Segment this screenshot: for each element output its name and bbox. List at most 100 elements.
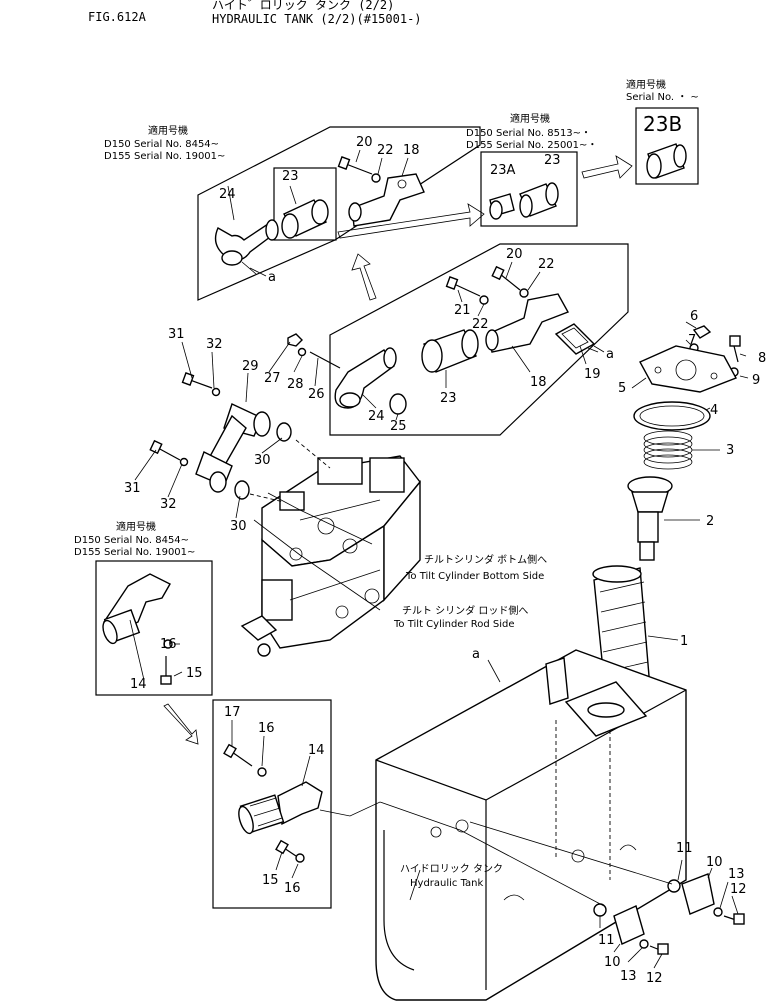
serial-box-top-middle: 適用号機 D150 Serial No. 8513~・ D155 Serial … — [466, 112, 597, 227]
label-11-right: 11 — [676, 841, 693, 856]
part-12-bolt-right — [723, 913, 745, 925]
label-13-right: 13 — [728, 867, 745, 882]
part-labels: 24 23 20 22 18 23A 23 20 22 21 22 18 19 … — [124, 135, 766, 986]
part-15-bolt-b — [275, 839, 297, 857]
part-12-bolt-lower — [649, 943, 669, 955]
label-21: 21 — [454, 303, 471, 318]
tank-label-en: Hydraulic Tank — [410, 878, 484, 889]
label-19: 19 — [584, 367, 601, 382]
part-13-washer-right — [713, 907, 723, 917]
label-12-right: 12 — [730, 882, 747, 897]
serial-box-top-right: 適用号機 Serial No. ・ ~ 23B — [626, 78, 699, 185]
label-16-b: 16 — [258, 721, 275, 736]
label-32-upper: 32 — [206, 337, 223, 352]
ref-a-mid: a — [606, 347, 614, 362]
part-15-bolt-a — [160, 656, 172, 685]
part-16-washer-c — [295, 853, 305, 863]
label-1: 1 — [680, 634, 688, 649]
part-10-flange-lower — [613, 905, 645, 945]
label-14-a: 14 — [130, 677, 147, 692]
part-13-washer-lower — [639, 939, 649, 949]
label-23-top: 23 — [282, 169, 299, 184]
control-valve-body — [240, 455, 421, 657]
label-27: 27 — [264, 371, 281, 386]
part-23-sleeve — [519, 182, 559, 218]
part-23b-adapter — [646, 143, 687, 179]
svg-text:23B: 23B — [643, 112, 682, 136]
label-26: 26 — [308, 387, 325, 402]
serial-box-left-middle: 適用号機 D150 Serial No. 8454~ D155 Serial N… — [74, 520, 213, 696]
arrow-to-lower-box — [163, 703, 199, 745]
label-18-mid: 18 — [530, 375, 547, 390]
fig-number: FIG.612A — [88, 10, 147, 24]
label-22-mid-a: 22 — [538, 257, 555, 272]
label-15-b: 15 — [262, 873, 279, 888]
tilt-rod-jp: チルト シリンダ ロッド側へ — [402, 604, 528, 617]
svg-text:適用号機: 適用号機 — [116, 520, 156, 533]
part-11-oring-right — [667, 879, 681, 893]
lower-detail-box — [212, 699, 332, 909]
part-4-gasket — [633, 401, 711, 431]
part-22-washer-b — [519, 288, 529, 298]
svg-text:D155 Serial No. 19001~: D155 Serial No. 19001~ — [74, 547, 195, 558]
part-23a-ring — [489, 193, 515, 220]
part-2-bypass-valve — [627, 476, 673, 561]
part-27-nut — [287, 333, 303, 347]
svg-text:D155 Serial No. 25001~・: D155 Serial No. 25001~・ — [466, 140, 597, 151]
svg-text:適用号機: 適用号機 — [626, 78, 666, 91]
label-16-a: 16 — [160, 637, 177, 652]
label-25: 25 — [390, 419, 407, 434]
part-23-coupling-top — [281, 199, 329, 239]
part-19-gasket — [554, 323, 596, 355]
part-29-elbow-pipe — [195, 403, 271, 493]
arrow-to-serial-mid — [337, 203, 485, 239]
part-31-bolt-lower — [149, 439, 181, 461]
part-11-oring-lower — [593, 903, 607, 917]
part-17-bolt — [223, 743, 253, 767]
label-31-lower: 31 — [124, 481, 141, 496]
serial-box-top-left: 適用号機 D150 Serial No. 8454~ D155 Serial N… — [104, 124, 481, 301]
label-20-top: 20 — [356, 135, 373, 150]
part-18-flange-top — [348, 173, 425, 227]
label-17: 17 — [224, 705, 241, 720]
label-3: 3 — [726, 443, 734, 458]
part-26-stud — [309, 351, 341, 369]
tilt-bottom-en: To Tilt Cylinder Bottom Side — [405, 571, 544, 582]
label-22-top: 22 — [377, 143, 394, 158]
label-31-upper: 31 — [168, 327, 185, 342]
label-23-mid-box: 23 — [544, 153, 561, 168]
label-18-top: 18 — [403, 143, 420, 158]
part-6-plug — [692, 325, 712, 339]
part-24-elbow-mid — [334, 347, 397, 409]
svg-text:D150 Serial No. 8454~: D150 Serial No. 8454~ — [74, 535, 189, 546]
part-28-washer — [297, 347, 307, 357]
svg-text:D150 Serial No. 8454~: D150 Serial No. 8454~ — [104, 139, 219, 150]
label-13-lower: 13 — [620, 969, 637, 984]
part-20-bolt-mid — [491, 265, 521, 291]
label-10-right: 10 — [706, 855, 723, 870]
part-20-bolt-top — [337, 156, 373, 175]
part-16-washer-b — [257, 767, 267, 777]
label-28: 28 — [287, 377, 304, 392]
label-2: 2 — [706, 514, 714, 529]
tilt-rod-en: To Tilt Cylinder Rod Side — [393, 619, 515, 630]
label-23-mid: 23 — [440, 391, 457, 406]
part-14-strainer-a — [102, 573, 171, 645]
tank-label-jp: ハイドロリック タンク — [400, 863, 503, 875]
part-21-bolt — [445, 276, 481, 297]
part-30-oring-lower — [234, 480, 250, 500]
svg-text:Serial No. ・ ~: Serial No. ・ ~ — [626, 92, 699, 103]
part-18-flange-mid — [485, 293, 570, 353]
label-29: 29 — [242, 359, 259, 374]
leader-lines — [129, 149, 749, 969]
label-15-a: 15 — [186, 666, 203, 681]
part-22-washer-a — [479, 295, 489, 305]
label-6: 6 — [690, 309, 698, 324]
part-32-washer-upper — [211, 387, 221, 397]
svg-text:適用号機: 適用号機 — [510, 112, 550, 125]
arrow-from-exploded — [351, 253, 377, 301]
label-23a: 23A — [490, 163, 516, 178]
label-30-upper: 30 — [254, 453, 271, 468]
part-10-flange-right — [681, 873, 715, 915]
label-8: 8 — [758, 351, 766, 366]
